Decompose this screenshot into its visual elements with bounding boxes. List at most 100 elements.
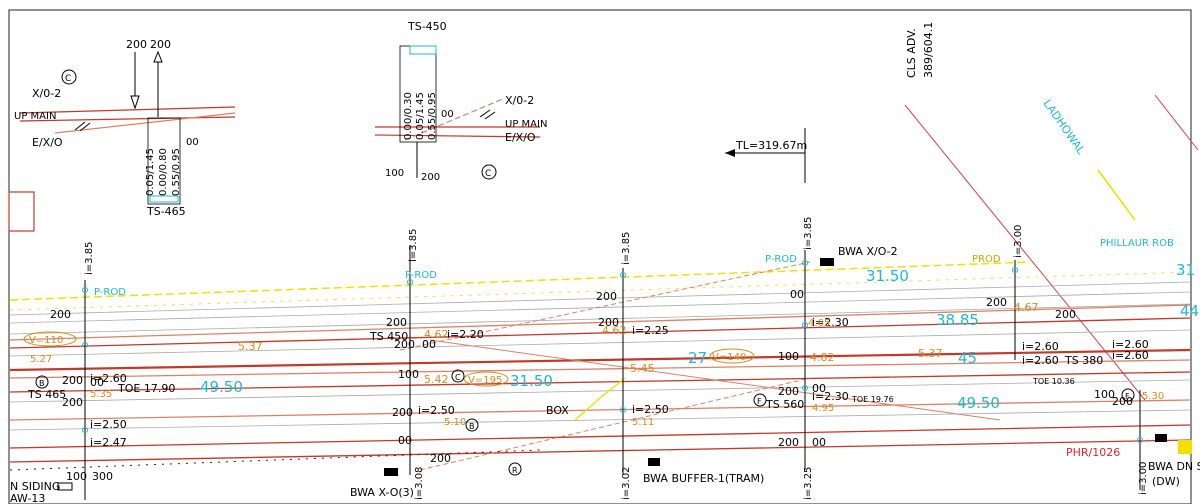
label-i247: i=2.47 — [90, 436, 127, 449]
label-col1: 0.00/0.30 — [403, 92, 414, 140]
label-v140: V=140 — [712, 352, 746, 363]
drawing-frame — [8, 9, 1192, 504]
label-i260d: i=2.60 — [1112, 338, 1149, 351]
label-col3: 0.55/0.95 — [427, 92, 438, 140]
label-col1: 0.05/1.45 — [145, 148, 156, 196]
label-phr: PHR/1026 — [1066, 446, 1120, 459]
circle-letter-r: R — [512, 466, 518, 475]
label-o510: 5.10 — [444, 417, 466, 428]
label-ts450: TS-450 — [407, 20, 447, 33]
label-o462a: 4.62 — [424, 328, 449, 341]
label-i260b: i=2.60 — [1022, 340, 1059, 353]
label-o462b: 4.62 — [602, 324, 627, 337]
ladhowal-arrow — [1097, 169, 1136, 221]
label-bwa-xo2: BWA X/O-2 — [838, 245, 898, 258]
label-dist-44: 44 — [1180, 302, 1199, 320]
dim-200-g: 200 — [430, 452, 451, 465]
label-ts465: TS-465 — [146, 205, 186, 218]
label-exo: E/X/O — [505, 131, 536, 144]
dim-200-d: 200 — [386, 316, 407, 329]
label-v110: V=110 — [29, 335, 63, 346]
circle-letter-f: F — [757, 397, 762, 406]
label-o542: 5.42 — [424, 373, 449, 386]
label-toe1036: TOE 10.36 — [1032, 377, 1075, 386]
label-ts380: TS 380 — [1064, 354, 1103, 367]
dim-200-l: 200 — [986, 296, 1007, 309]
label-o495: 4.95 — [812, 403, 834, 414]
main-tracks — [9, 261, 1191, 471]
label-i300: i=3.00 — [1013, 225, 1024, 258]
crossover-detail-ts465: 200 200 C X/0-2 UP MAIN E/X/O 0.05/1.45 … — [14, 38, 236, 218]
label-bwa-xo3: BWA X-O(3) — [350, 486, 414, 499]
label-i302: i=3.02 — [621, 467, 632, 500]
label-dim200: 200 — [421, 172, 440, 183]
label-box: BOX — [546, 404, 569, 417]
label-cls: CLS ADV. — [905, 28, 918, 78]
label-col2: 0.00/0.80 — [158, 148, 169, 196]
label-i250a: i=2.50 — [90, 418, 127, 431]
label-o467: 4.67 — [1014, 301, 1039, 314]
label-toe1976: TOE 19.76 — [851, 395, 894, 404]
label-dist-31: 31 — [1176, 261, 1195, 279]
label-circle-c: C — [65, 74, 71, 84]
label-p-rod-1: P-ROD — [94, 287, 126, 298]
label-o511: 5.11 — [632, 417, 654, 428]
diagonal-line-b — [1154, 94, 1199, 151]
v140-ellipse — [709, 348, 755, 364]
label-bwa-buffer: BWA BUFFER-1(TRAM) — [643, 472, 764, 485]
label-i230a: i=2.30 — [812, 316, 849, 329]
label-toe1790: TOE 17.90 — [117, 382, 175, 395]
label-i225: i=2.25 — [632, 324, 669, 337]
label-i385-1: i=3.85 — [84, 242, 95, 275]
label-dist-3150-a: 31.50 — [510, 372, 553, 390]
structure-posts — [84, 245, 1141, 500]
label-ts450-main: TS 450 — [369, 330, 408, 343]
label-col00: 00 — [441, 109, 454, 120]
dim-300-a: 300 — [92, 470, 113, 483]
circle-letter-f2: F — [1125, 392, 1130, 401]
dim-00-c: 00 — [422, 338, 436, 351]
label-o482: 4.82 — [810, 351, 835, 364]
label-i220: i=2.20 — [447, 328, 484, 341]
label-load-b: 200 — [150, 38, 171, 51]
label-o465: 4.65 — [808, 318, 830, 329]
label-dist-3885: 38.85 — [936, 311, 979, 329]
dim-00-f: 00 — [812, 436, 826, 449]
label-n-siding: N SIDING — [10, 480, 60, 493]
label-v195: V=195 — [468, 375, 502, 386]
label-up-main: UP MAIN — [505, 119, 547, 130]
label-bwa-dn: BWA DN S — [1148, 460, 1200, 473]
dim-00-a: 00 — [90, 376, 104, 389]
label-col3: 0.55/0.95 — [171, 148, 182, 196]
label-exo: E/X/O — [32, 136, 63, 149]
label-ts560: TS 560 — [765, 398, 804, 411]
label-i385-4: i=3.85 — [803, 217, 814, 250]
label-dist-3150-b: 31.50 — [866, 267, 909, 285]
dim-200-c: 200 — [62, 396, 83, 409]
label-i260a: i=2.60 — [90, 372, 127, 385]
dim-00-d: 00 — [790, 288, 804, 301]
dim-100-d: 100 — [1094, 388, 1115, 401]
label-dist-4950-b: 49.50 — [957, 394, 1000, 412]
label-i308: i=3.08 — [414, 467, 425, 500]
label-up-main: UP MAIN — [14, 111, 56, 122]
dim-200-f: 200 — [392, 406, 413, 419]
label-ts465-main: TS 465 — [27, 388, 66, 401]
crossover-detail-ts450: TS-450 0.00/0.30 0.05/1.45 0.55/0.95 00 … — [374, 20, 547, 183]
label-p-rod-2: P-ROD — [405, 270, 437, 281]
label-tl: TL=319.67m — [735, 139, 807, 152]
label-i385-3: i=3.85 — [621, 232, 632, 265]
dim-00-e: 00 — [812, 382, 826, 395]
label-o537b: 5.37 — [918, 347, 943, 360]
v110-ellipse — [23, 331, 77, 347]
circle-letter-b1: B — [39, 379, 45, 388]
label-dist-27: 27 — [688, 349, 707, 367]
dim-100-a: 100 — [66, 470, 87, 483]
tl-marker: TL=319.67m — [725, 128, 807, 183]
dim-200-a: 200 — [50, 308, 71, 321]
circle-letter-b2: B — [469, 422, 475, 431]
label-dist-45: 45 — [958, 349, 977, 367]
label-cls-km: 389/604.1 — [922, 22, 935, 78]
label-i250c: i=2.50 — [632, 403, 669, 416]
